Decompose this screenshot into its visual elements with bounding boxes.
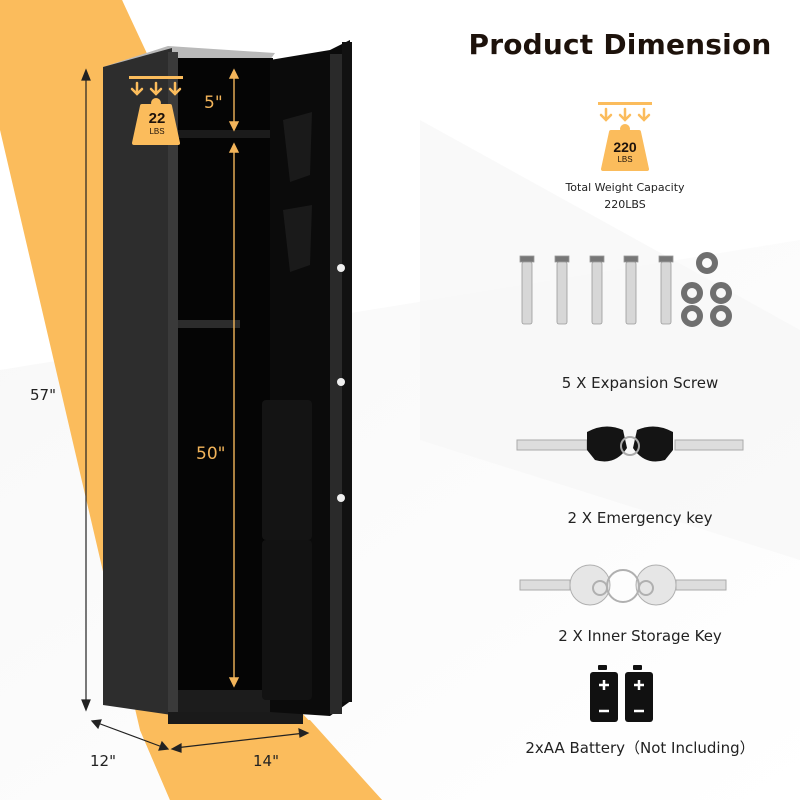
width-label: 14" (253, 752, 279, 770)
top-compartment-label: 5" (204, 93, 223, 113)
depth-label: 12" (90, 752, 116, 770)
inner-key-icon (519, 564, 727, 606)
accessory-label-emergency-key: 2 X Emergency key (567, 509, 713, 527)
battery-icon (590, 665, 653, 722)
inner-height-label: 50" (196, 444, 226, 464)
weight-arrows-icon (598, 102, 652, 171)
emergency-key-icon (516, 426, 744, 462)
capacity-value: 220 (613, 139, 637, 155)
shelf-weight-value: 22 (148, 110, 166, 127)
shelf-weight-unit: LBS (149, 127, 165, 136)
capacity-unit: LBS (617, 155, 633, 164)
capacity-caption-value: 220LBS (604, 198, 646, 211)
page-title: Product Dimension (468, 28, 772, 61)
height-total-label: 57" (30, 386, 56, 404)
weight-capacity-badge: 220 LBS (596, 102, 654, 172)
shelf-weight-badge: 22 LBS (128, 76, 186, 146)
accessory-label-screws: 5 X Expansion Screw (561, 374, 719, 392)
expansion-screw-icon (519, 252, 732, 327)
accessory-label-inner-key: 2 X Inner Storage Key (558, 627, 722, 645)
accessory-label-battery: 2xAA Battery（Not Including） (525, 739, 755, 757)
weight-arrows-icon (129, 76, 183, 145)
capacity-caption: Total Weight Capacity (565, 181, 685, 194)
